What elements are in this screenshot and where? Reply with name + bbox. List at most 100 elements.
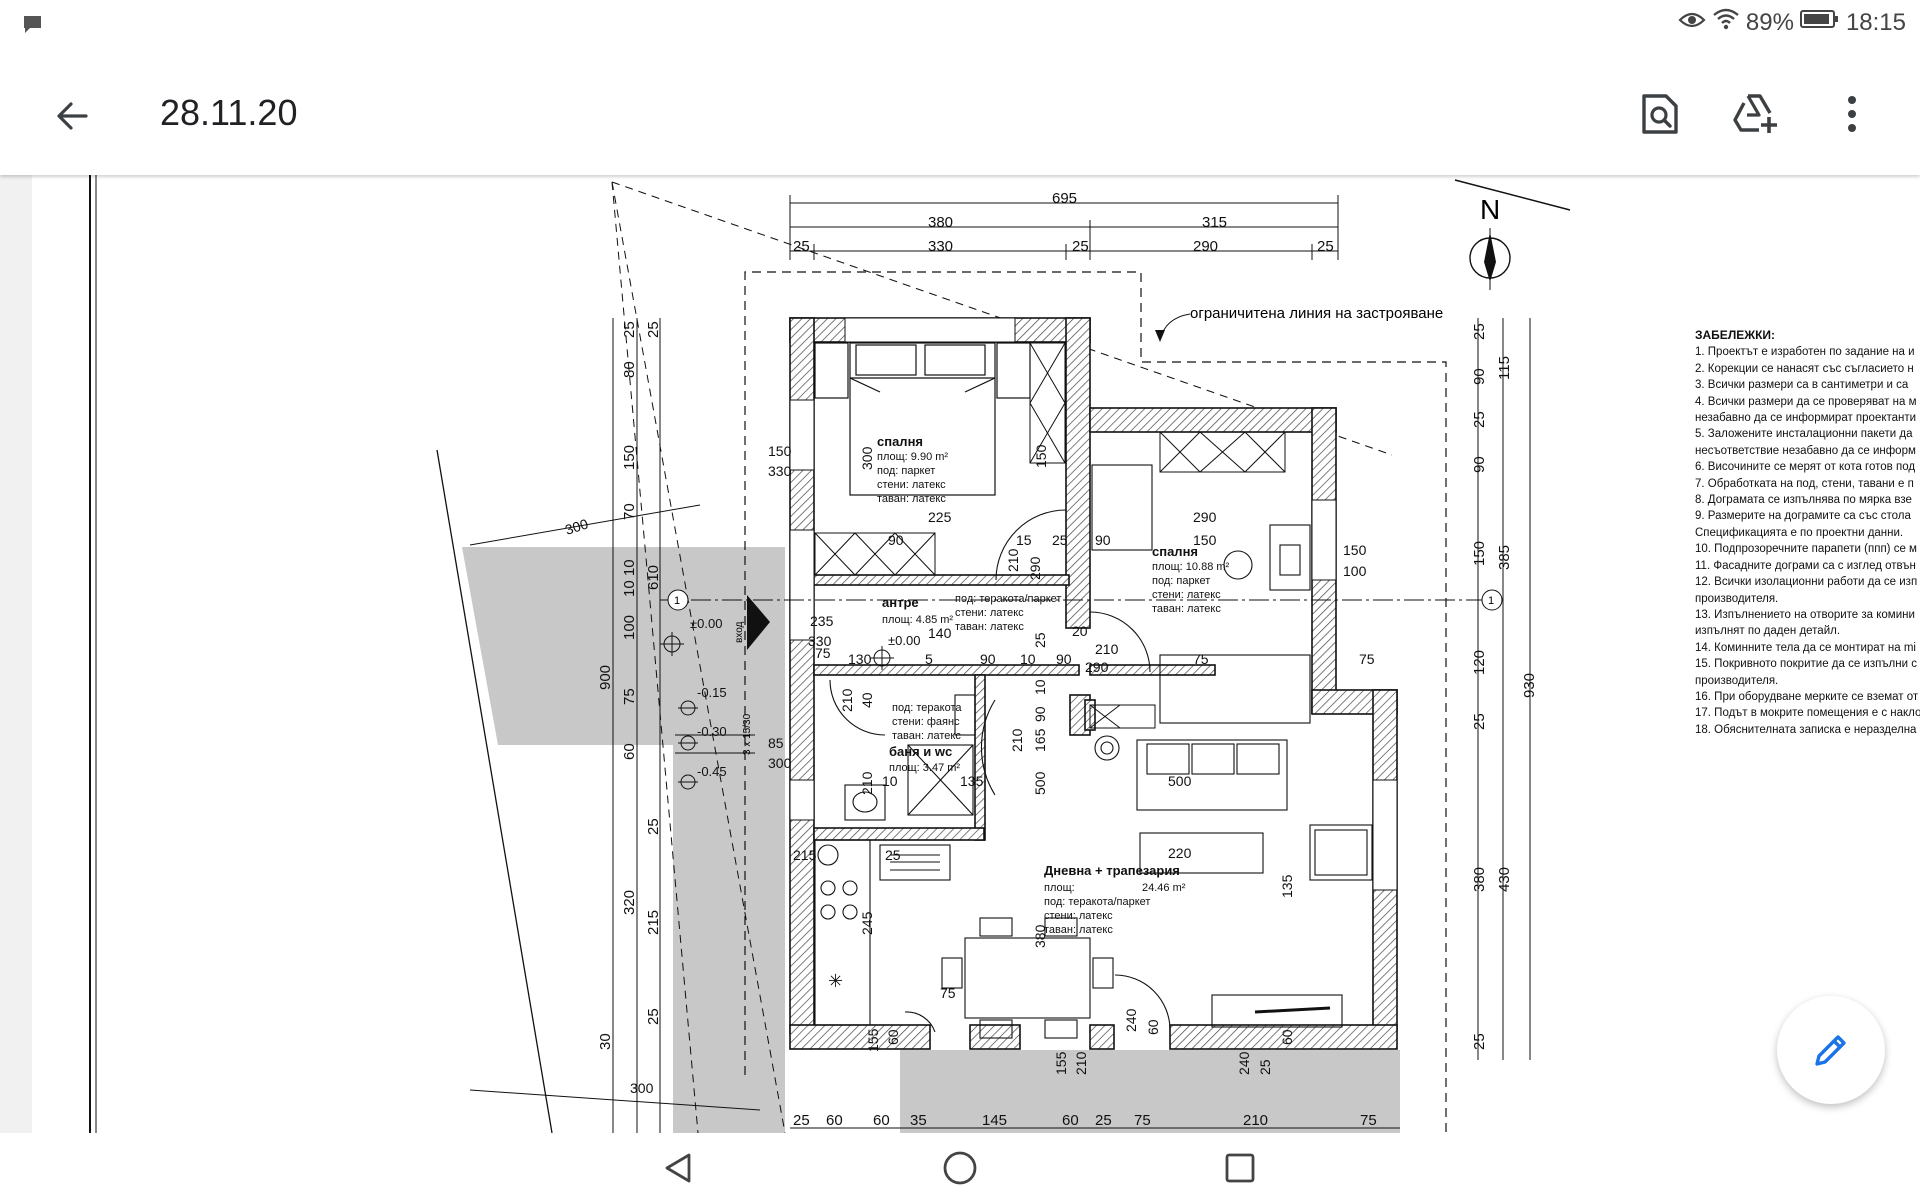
back-triangle-icon: [665, 1153, 691, 1183]
svg-text:165: 165: [1032, 728, 1048, 752]
status-bar: 89% 18:15: [0, 0, 1920, 50]
svg-text:900: 900: [597, 665, 614, 690]
notes-item: 14. Коминните тела да се монтират на mi: [1695, 641, 1916, 654]
svg-text:20: 20: [1072, 623, 1088, 639]
door-swings: [829, 509, 1171, 1033]
edit-button[interactable]: [1777, 996, 1885, 1104]
kitchen: [814, 735, 1120, 1026]
svg-text:290: 290: [1085, 659, 1109, 675]
svg-text:210: 210: [1009, 728, 1025, 752]
more-vert-icon: [1848, 96, 1856, 132]
svg-text:150: 150: [621, 445, 638, 470]
nav-home-button[interactable]: [937, 1145, 983, 1191]
svg-text:75: 75: [621, 688, 638, 705]
svg-text:215: 215: [645, 910, 662, 935]
svg-text:-0.30: -0.30: [697, 724, 727, 739]
north-label: N: [1480, 194, 1500, 225]
svg-text:235: 235: [810, 613, 834, 629]
more-options-button[interactable]: [1824, 86, 1880, 142]
svg-text:90: 90: [1095, 532, 1111, 548]
svg-text:±0.00: ±0.00: [888, 633, 920, 648]
svg-text:225: 225: [928, 509, 952, 525]
status-indicators: 89% 18:15: [1678, 8, 1906, 37]
notes-item: 8. Дограмата се изпълнява по мярка взе: [1695, 494, 1912, 507]
svg-text:25: 25: [645, 818, 662, 835]
svg-text:-0.15: -0.15: [697, 685, 727, 700]
hall-label: антре площ: 4.85 m² под: теракота/паркет…: [882, 593, 1061, 633]
svg-text:Дневна + трапезария: Дневна + трапезария: [1044, 863, 1180, 878]
notes-item: незабавно да се информират проектанти: [1695, 412, 1917, 425]
svg-text:60: 60: [826, 1112, 843, 1129]
notes-title: ЗАБЕЛЕЖКИ:: [1695, 328, 1776, 342]
svg-text:210: 210: [1095, 641, 1119, 657]
svg-text:150: 150: [1033, 444, 1049, 468]
svg-text:площ: 4.85 m²: площ: 4.85 m²: [882, 614, 953, 626]
notes-item: 15. Покривното покритие да се изпълни с: [1695, 658, 1917, 671]
svg-text:стени: латекс: стени: латекс: [877, 479, 946, 491]
wardrobe: [814, 342, 1286, 729]
svg-text:315: 315: [1202, 214, 1227, 231]
sofa: [1136, 739, 1373, 1028]
svg-text:430: 430: [1496, 867, 1513, 892]
svg-text:10: 10: [1032, 679, 1048, 695]
svg-text:под: паркет: под: паркет: [1152, 575, 1210, 587]
svg-text:150: 150: [768, 443, 792, 459]
svg-text:под: теракота/паркет: под: теракота/паркет: [1044, 896, 1150, 908]
svg-text:таван: латекс: таван: латекс: [955, 621, 1024, 633]
notes-item: 17. Подът в мокрите помещения е с накло: [1695, 707, 1920, 720]
svg-text:60: 60: [873, 1112, 890, 1129]
notification-icon: [22, 14, 44, 41]
eye-icon: [1678, 9, 1706, 37]
notes-item: производителя.: [1695, 674, 1779, 687]
svg-text:210: 210: [859, 771, 875, 795]
bathroom-fixtures: [844, 694, 976, 821]
svg-text:90: 90: [888, 532, 904, 548]
svg-text:60: 60: [1062, 1112, 1079, 1129]
notes-item: 9. Размерите на дограмите са със столa: [1695, 510, 1911, 523]
entrance-label: вход: [734, 621, 745, 643]
svg-text:610: 610: [645, 565, 662, 590]
svg-text:300: 300: [859, 446, 875, 470]
nav-recents-button[interactable]: [1217, 1145, 1263, 1191]
notes-item: Спецификацията е по проектни данни.: [1695, 526, 1904, 539]
add-to-drive-icon: [1733, 94, 1777, 133]
add-to-drive-button[interactable]: [1728, 86, 1784, 142]
svg-text:150: 150: [1471, 541, 1488, 566]
svg-text:120: 120: [1471, 650, 1488, 675]
notes-item: 4. Всички размери да се проверяват на м: [1695, 395, 1917, 408]
svg-text:240: 240: [1236, 1051, 1252, 1075]
svg-text:площ: 3.47 m²: площ: 3.47 m²: [889, 762, 960, 774]
svg-text:80: 80: [621, 361, 638, 378]
svg-text:320: 320: [621, 890, 638, 915]
svg-text:155: 155: [865, 1028, 881, 1052]
svg-text:75: 75: [1360, 1112, 1377, 1129]
right-dimensions: 25 90 115 25 90 150 385 120 25 380 430 2…: [1471, 318, 1538, 1060]
svg-text:таван: латекс: таван: латекс: [892, 730, 961, 742]
bath-label: под: теракота стени: фаянс таван: латекс…: [889, 702, 962, 774]
system-nav-bar: [0, 1133, 1920, 1200]
svg-text:100: 100: [621, 615, 638, 640]
terrace-grey: [462, 547, 785, 745]
notes-item: несъответствие незабавно да се информ: [1695, 444, 1916, 457]
battery-icon: [1799, 8, 1840, 37]
clock: 18:15: [1845, 8, 1906, 36]
svg-text:380: 380: [1032, 924, 1048, 948]
nav-back-button[interactable]: [656, 1145, 702, 1191]
svg-text:150: 150: [1193, 532, 1217, 548]
notes-item: 18. Обяснителната записка е неразделна: [1695, 723, 1917, 736]
notes-item: 7. Обработката на под, стени, тавани е п: [1695, 477, 1914, 490]
svg-text:290: 290: [1193, 509, 1217, 525]
svg-text:500: 500: [1168, 773, 1192, 789]
svg-text:245: 245: [859, 911, 875, 935]
notes-item: 5. Заложените инсталационни пакети да: [1695, 428, 1913, 441]
find-in-page-button[interactable]: [1632, 86, 1688, 142]
svg-text:75: 75: [940, 985, 956, 1001]
notes-item: 3. Всички размери са в сантиметри и са: [1695, 379, 1909, 392]
document-viewer[interactable]: вход 1 1 ±0.00 ±0.00 -0.15 -0.30 -0.45: [0, 175, 1920, 1133]
svg-text:25: 25: [621, 321, 638, 338]
svg-text:380: 380: [928, 214, 953, 231]
back-button[interactable]: [46, 90, 98, 142]
svg-text:площ:: площ:: [1044, 882, 1075, 894]
left-dimensions: 25 25 80 150 70 10 10 100 75 60 25 320 2…: [597, 318, 662, 1133]
notes-item: 6. Височините се мерят от кота готов под: [1695, 461, 1916, 474]
